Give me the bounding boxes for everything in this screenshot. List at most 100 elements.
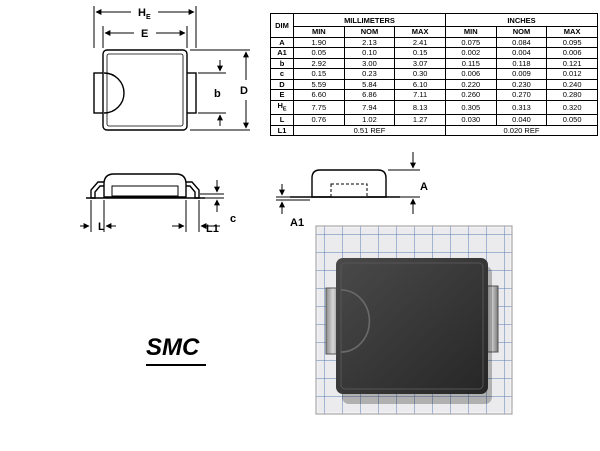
cell: 0.280	[546, 89, 598, 101]
cell: 0.270	[495, 89, 548, 101]
cell: 0.305	[444, 99, 497, 115]
table-row: c 0.15 0.23 0.30 0.006 0.009 0.012	[270, 68, 598, 80]
dim-label-l: L	[98, 221, 105, 233]
cell: 2.13	[343, 36, 396, 48]
cell: 5.84	[343, 78, 396, 90]
in-max-header: MAX	[546, 26, 598, 38]
cell: 0.040	[495, 114, 548, 126]
cell: 0.009	[495, 68, 548, 80]
row-dim: E	[270, 89, 294, 101]
cell: 0.76	[293, 114, 345, 126]
cell: 0.320	[546, 99, 598, 115]
dim-header: DIM	[270, 13, 294, 38]
package-photo	[315, 225, 513, 415]
photo-polarity-mark	[340, 289, 371, 353]
cell: 6.86	[343, 89, 396, 101]
cell: 0.220	[444, 78, 497, 90]
cell: 7.11	[394, 89, 446, 101]
cell: 0.012	[546, 68, 598, 80]
row-dim-main: H	[277, 100, 283, 110]
cell: 3.07	[394, 57, 446, 69]
mm-nom-header: NOM	[343, 26, 396, 38]
cell: 0.030	[444, 114, 497, 126]
end-view-dimensions	[276, 152, 420, 214]
dim-label-d: D	[240, 85, 248, 97]
dim-label-b: b	[214, 88, 221, 100]
cell: 0.23	[343, 68, 396, 80]
dimension-table: DIM MILLIMETERS INCHES MIN NOM MAX MIN N…	[270, 13, 599, 136]
row-dim: c	[270, 68, 294, 80]
row-dim: A1	[270, 47, 294, 59]
dim-label-c: c	[230, 213, 236, 225]
row-dim: HE	[270, 99, 294, 115]
cell: 1.90	[293, 36, 345, 48]
cell: 0.004	[495, 47, 548, 59]
table-row: L 0.76 1.02 1.27 0.030 0.040 0.050	[270, 114, 598, 126]
top-view	[93, 49, 197, 131]
table-row: E 6.60 6.86 7.11 0.260 0.270 0.280	[270, 89, 598, 101]
cell: 0.084	[495, 36, 548, 48]
cell: 0.118	[495, 57, 548, 69]
cell: 3.00	[343, 57, 396, 69]
photo-body	[336, 258, 488, 394]
cell: 2.92	[293, 57, 345, 69]
dim-label-l1: L1	[206, 223, 219, 235]
top-view-body	[102, 49, 188, 131]
row-dim: D	[270, 78, 294, 90]
cell: 0.050	[546, 114, 598, 126]
end-view	[290, 169, 400, 198]
cell: 1.02	[343, 114, 396, 126]
dim-label-he: HE	[138, 7, 151, 21]
side-view-dimensions	[80, 180, 224, 232]
dim-label-a: A	[420, 181, 428, 193]
cell: 6.10	[394, 78, 446, 90]
dim-label-e: E	[141, 28, 148, 40]
cell: 7.94	[343, 99, 396, 115]
cell: 0.313	[495, 99, 548, 115]
cell: 8.13	[394, 99, 446, 115]
package-name: SMC	[146, 334, 200, 361]
package-name-underline	[146, 364, 206, 366]
l1-in-ref: 0.020 REF	[444, 124, 599, 136]
table-row: HE 7.75 7.94 8.13 0.305 0.313 0.320	[270, 99, 598, 115]
row-dim: L	[270, 114, 294, 126]
cell: 0.05	[293, 47, 345, 59]
row-dim-sub: E	[282, 106, 287, 112]
table-group-header-row: DIM MILLIMETERS INCHES	[270, 13, 599, 38]
cell: 0.240	[546, 78, 598, 90]
in-nom-header: NOM	[495, 26, 548, 38]
cell: 0.15	[293, 68, 345, 80]
cell: 0.115	[444, 57, 497, 69]
table-row: b 2.92 3.00 3.07 0.115 0.118 0.121	[270, 57, 598, 69]
cell: 0.15	[394, 47, 446, 59]
in-min-header: MIN	[444, 26, 497, 38]
top-view-dimensions	[93, 6, 250, 131]
cell: 2.41	[394, 36, 446, 48]
mm-max-header: MAX	[394, 26, 446, 38]
cell: 5.59	[293, 78, 345, 90]
cell: 0.10	[343, 47, 396, 59]
cell: 0.002	[444, 47, 497, 59]
side-view	[86, 173, 205, 199]
mm-min-header: MIN	[293, 26, 345, 38]
millimeters-header: MILLIMETERS	[293, 13, 446, 27]
row-dim: A	[270, 36, 294, 48]
row-dim: b	[270, 57, 294, 69]
cell: 0.121	[546, 57, 598, 69]
cell: 7.75	[293, 99, 345, 115]
cell: 1.27	[394, 114, 446, 126]
table-row-l1: L1 0.51 REF 0.020 REF	[270, 124, 599, 136]
inches-header: INCHES	[444, 13, 599, 27]
cell: 6.60	[293, 89, 345, 101]
cell: 0.260	[444, 89, 497, 101]
cell: 0.075	[444, 36, 497, 48]
table-row: A 1.90 2.13 2.41 0.075 0.084 0.095	[270, 36, 598, 48]
table-row: A1 0.05 0.10 0.15 0.002 0.004 0.006	[270, 47, 598, 59]
cell: 0.006	[444, 68, 497, 80]
cell: 0.095	[546, 36, 598, 48]
dim-label-a1: A1	[290, 217, 304, 229]
row-dim: L1	[270, 124, 294, 136]
top-view-polarity-mark	[103, 72, 125, 114]
cell: 0.30	[394, 68, 446, 80]
